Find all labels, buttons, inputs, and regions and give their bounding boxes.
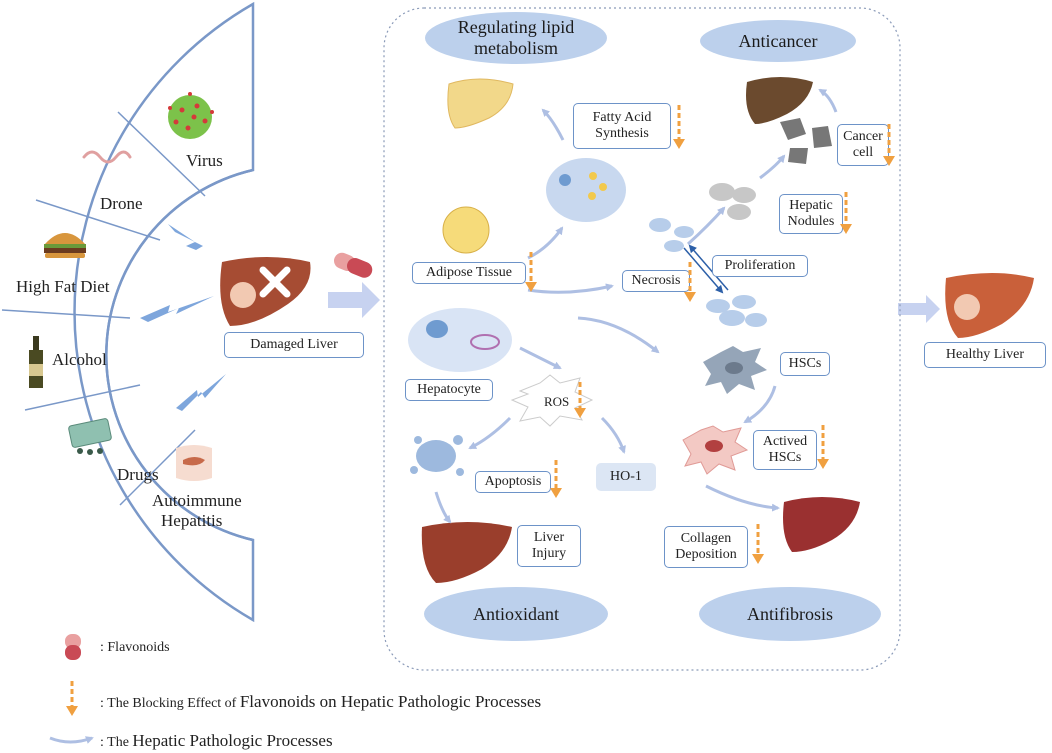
cancer-cell-line1: Cancer (843, 129, 883, 144)
cause-drone-label: Drone (100, 194, 143, 213)
adipose-icon (442, 206, 490, 254)
torso-liver-icon (176, 445, 212, 481)
box-actived-hscs: Actived HSCs (753, 430, 817, 470)
legend-process-main: Hepatic Pathologic Processes (132, 731, 333, 750)
actived-hscs-line1: Actived (762, 434, 808, 449)
hepatic-nodules-line2: Nodules (787, 214, 835, 229)
damaged-liver-icon (220, 257, 311, 326)
section-anticancer: Anticancer (700, 20, 856, 62)
central-panel (383, 7, 901, 671)
cause-drugs-label: Drugs (117, 465, 159, 484)
lightning-icon (176, 374, 226, 411)
legend-blocking-main: Flavonoids on Hepatic Pathologic Process… (239, 692, 542, 711)
damaged-liver-label: Damaged Liver (224, 332, 364, 358)
cancer-cells-icon (780, 118, 832, 164)
virus-icon (168, 92, 214, 139)
cause-autoimmune-label-2: Hepatitis (161, 511, 223, 530)
causes-fan (1, 1, 255, 623)
fibrotic-liver-icon (783, 497, 860, 552)
lipid-cell-icon (546, 158, 626, 222)
bottle-icon (29, 336, 43, 388)
lightning-icon (168, 224, 226, 262)
box-necrosis: Necrosis (622, 270, 690, 292)
cause-virus-label: Virus (186, 151, 223, 170)
fatty-liver-icon (447, 78, 514, 129)
box-adipose-tissue: Adipose Tissue (412, 262, 526, 284)
box-ho1: HO-1 (596, 463, 656, 491)
nodule-cells-icon (709, 183, 756, 220)
section-antifibrosis: Antifibrosis (699, 587, 881, 641)
section-lipid-line1: Regulating lipid (457, 17, 575, 37)
pill-pack-icon (68, 418, 112, 455)
burger-icon (44, 233, 86, 258)
box-apoptosis: Apoptosis (475, 471, 551, 493)
proliferating-cells-icon (706, 295, 767, 327)
legend-blocking-prefix: : The Blocking Effect of (100, 696, 237, 711)
lightning-icon (140, 296, 214, 322)
ros-label: ROS (544, 394, 570, 409)
box-fatty-acid-synthesis: Fatty Acid Synthesis (573, 103, 671, 149)
collagen-line1: Collagen (680, 531, 732, 546)
cancer-cell-line2: cell (852, 145, 874, 160)
arrow-to-healthy (898, 295, 940, 323)
box-collagen-deposition: Collagen Deposition (664, 526, 748, 568)
box-hepatic-nodules: Hepatic Nodules (779, 194, 843, 234)
fatty-acid-line2: Synthesis (595, 126, 649, 141)
capsule-icon (334, 252, 373, 278)
fat-droplet-icon (559, 174, 571, 186)
box-hscs: HSCs (780, 352, 830, 376)
cause-autoimmune-label-1: Autoimmune (152, 491, 242, 510)
legend-process: : The Hepatic Pathologic Processes (100, 731, 333, 751)
legend-flavonoids: : Flavonoids (100, 640, 170, 655)
process-arrows (434, 88, 838, 524)
fatty-acid-line1: Fatty Acid (592, 110, 652, 125)
legend-blocking: : The Blocking Effect of Flavonoids on H… (100, 692, 541, 712)
section-antioxidant: Antioxidant (424, 587, 608, 641)
actived-hscs-line2: HSCs (768, 450, 802, 465)
box-proliferation: Proliferation (712, 255, 808, 277)
collagen-line2: Deposition (675, 547, 737, 562)
necrotic-cells-icon (649, 218, 694, 252)
hsc-icon (703, 346, 767, 394)
legend-capsule-icon (65, 634, 81, 660)
box-hepatocyte: Hepatocyte (405, 379, 493, 401)
liver-injury-line1: Liver (533, 530, 565, 545)
healthy-liver-icon (945, 273, 1034, 338)
legend-process-arrow (49, 736, 94, 744)
injured-liver-icon (421, 522, 512, 583)
cause-high-fat-diet-label: High Fat Diet (16, 277, 110, 296)
arrow-to-panel (328, 282, 380, 318)
box-cancer-cell: Cancer cell (837, 124, 889, 166)
section-lipid-line2: metabolism (474, 38, 558, 58)
apoptotic-cell-icon (410, 435, 464, 476)
cancer-liver-icon (746, 77, 813, 124)
cause-alcohol-label: Alcohol (52, 350, 107, 369)
liver-injury-line2: Injury (531, 546, 567, 561)
legend-process-prefix: : The (100, 735, 129, 750)
worm-icon (82, 150, 132, 164)
proliferation-arrows (683, 244, 729, 294)
healthy-liver-label: Healthy Liver (924, 342, 1046, 368)
lightning-group (140, 224, 226, 411)
hepatic-nodules-line1: Hepatic (789, 198, 833, 213)
section-lipid-metabolism: Regulating lipid metabolism (425, 12, 607, 64)
activated-hsc-icon (682, 425, 749, 475)
box-liver-injury: Liver Injury (517, 525, 581, 567)
ros-burst-icon (510, 374, 594, 427)
